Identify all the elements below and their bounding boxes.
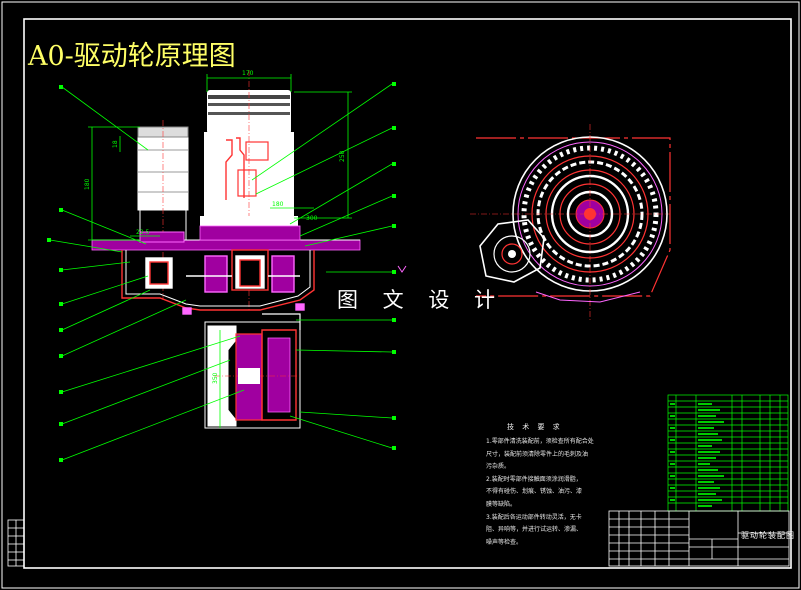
main-drive-motor [200,70,298,310]
dim-top-width: 170 [242,70,254,77]
bom-cell-fill [670,403,724,507]
tech-req-line: 污杂质。 [486,463,511,471]
dimension-lines [88,74,352,428]
dim-motor-height: 250 [339,150,346,162]
watermark-text: 图 文 设 计 [337,288,505,312]
drawing-title: A0-驱动轮原理图 [28,41,236,72]
leader-markers [47,82,396,462]
dim-inner-width: 180 [272,201,284,208]
part-leaders-left [49,86,245,461]
wheel-assembly [204,313,301,429]
gear-housing [121,249,315,315]
tech-req-line: 尺寸，装配前须清除零件上的毛刺及油 [486,450,589,458]
dim-wheel: 350 [212,372,219,384]
tech-req-line: 阻、异响等，并进行试运转、渗漏、 [486,526,583,534]
left-edge-stamp [7,519,25,567]
tech-req-line: 1.零部件清洗装配前，须检查所有配合处 [486,438,594,445]
dim-small: 18 [112,140,119,148]
section-arrow-marker [397,265,407,273]
tech-req-line: 3.装配后各运动部件转动灵活，无卡 [486,513,582,521]
title-block [608,510,790,567]
part-leaders-right [251,83,393,449]
mounting-flange [91,225,361,251]
title-block-drawing-name: 驱动轮装配图 [741,531,795,540]
drive-wheel-section-view: 170 250 180 18 300 180 22.5 350 [47,70,407,462]
tech-req-line: 噪声等检查。 [486,538,523,546]
dim-flange-width: 300 [306,215,318,222]
technical-requirements: 1.零部件清洗装配前，须检查所有配合处 尺寸，装配前须清除零件上的毛刺及油 污杂… [486,436,614,549]
dim-left-motor-height: 180 [84,178,91,190]
small-pinion-view [479,219,545,283]
technical-requirements-heading: 技 术 要 求 [507,423,563,431]
dim-left-small: 22.5 [136,229,150,236]
inner-frame [23,18,792,569]
bill-of-materials [667,394,789,512]
wheel-top-view [470,124,671,322]
tech-req-line: 不得有碰伤、划痕、锈蚀、油污、漆 [486,488,583,496]
tech-req-line: 膜等缺陷。 [486,500,517,508]
tech-req-line: 2.装配时零部件接触面须涂润滑脂， [486,475,582,483]
